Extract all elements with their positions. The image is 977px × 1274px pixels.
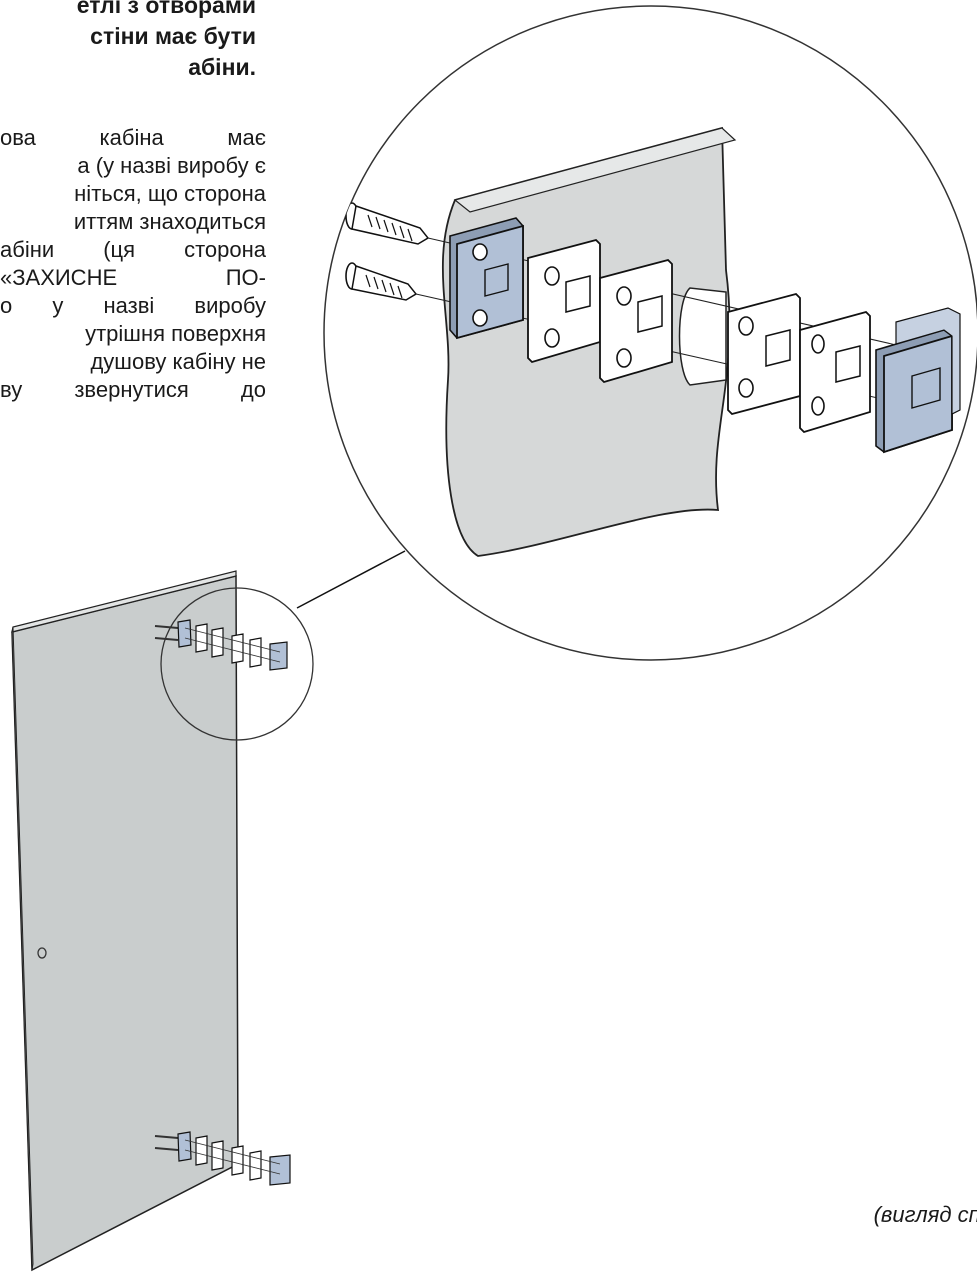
instruction-heading: етлі з отворами стіни має бути абіни. [0, 0, 256, 83]
gasket-plate [727, 292, 801, 416]
figure-caption: м (вигляд спе [874, 1170, 977, 1230]
upper-hinge-small [154, 619, 288, 671]
paragraph-line: ніться, що сторона [74, 181, 266, 206]
heading-line: абіни. [188, 54, 256, 80]
hinge-back-plate [449, 217, 524, 340]
caption-line: (вигляд спе [873, 1202, 977, 1227]
panel-hole-icon [37, 947, 47, 959]
gasket-plate [527, 238, 601, 364]
paragraph-line: «ЗАХИСНЕ ПО- [0, 265, 266, 290]
glass-panel [11, 570, 239, 1272]
paragraph-line: о у назві виробу [0, 293, 266, 318]
heading-line: етлі з отворами [76, 0, 256, 18]
detail-circle [160, 587, 314, 741]
paragraph-line: а (у назві виробу є [77, 153, 266, 178]
paragraph-line: утрішня поверхня [85, 321, 266, 346]
screw-icon [345, 262, 418, 301]
gasket-plate [799, 310, 871, 434]
paragraph-line: ова кабіна має [0, 125, 266, 150]
paragraph-line: иттям знаходиться [73, 209, 266, 234]
gasket-plate [599, 258, 673, 384]
hinge-body [875, 307, 961, 454]
paragraph-line: ву звернутися до [0, 377, 266, 402]
instruction-paragraph: ова кабіна має а (у назві виробу є нітьс… [0, 124, 266, 404]
lower-hinge-small [154, 1131, 291, 1186]
paragraph-line: душову кабіну не [90, 349, 266, 374]
leader-line [296, 550, 406, 609]
screw-icon [345, 202, 430, 245]
heading-line: стіни має бути [90, 23, 256, 49]
paragraph-line: абіни (ця сторона [0, 237, 266, 262]
